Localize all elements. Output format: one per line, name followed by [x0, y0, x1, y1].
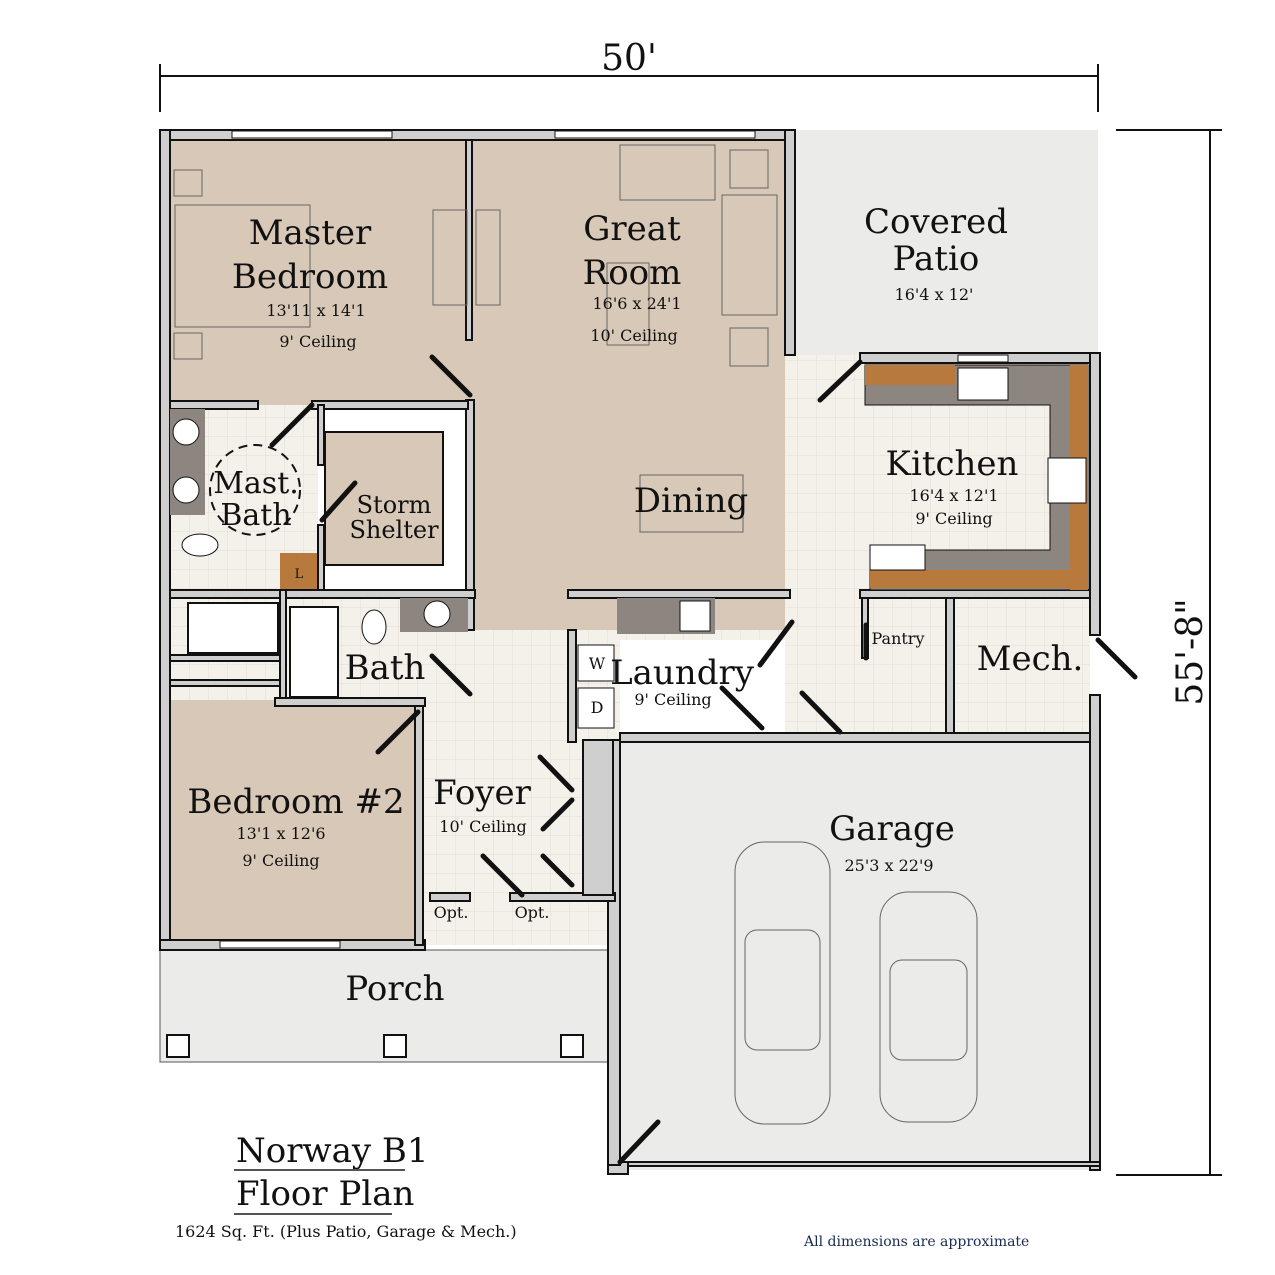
washer-label: W [589, 654, 606, 673]
square-footage: 1624 Sq. Ft. (Plus Patio, Garage & Mech.… [175, 1222, 517, 1241]
bath-label: Bath [345, 648, 426, 688]
room-ceiling: 9' Ceiling [634, 690, 711, 709]
master-bath-label: Mast. Bath [213, 466, 299, 533]
optional-door-label: Opt. [515, 903, 550, 922]
room-name: Kitchen [886, 444, 1019, 484]
foyer-label: Foyer 10' Ceiling [433, 773, 532, 836]
kitchen-floor [785, 355, 1090, 740]
room-name: Garage [829, 809, 955, 849]
room-name: Foyer [433, 773, 532, 813]
room-ceiling: 10' Ceiling [439, 817, 526, 836]
bathtub-icon [289, 606, 339, 698]
furniture [173, 144, 978, 1125]
optional-door-label: Opt. [434, 903, 469, 922]
room-name: Shelter [349, 516, 439, 544]
room-name: Room [583, 253, 682, 293]
great-room-floor [470, 140, 785, 630]
covered-patio-floor [795, 130, 1098, 355]
laundry-sink-icon [679, 600, 711, 632]
garage-label: Garage 25'3 x 22'9 [829, 809, 955, 875]
porch-label: Porch [345, 969, 444, 1009]
sink-icon [423, 600, 451, 628]
kitchen-sink-icon [957, 367, 1009, 401]
linen-label: L [295, 567, 304, 582]
doors[interactable] [269, 354, 1138, 1165]
storm-shelter-label: Storm Shelter [349, 491, 439, 544]
room-size: 25'3 x 22'9 [844, 856, 933, 875]
car-icon [879, 891, 978, 1123]
master-bedroom-label: Master Bedroom 13'11 x 14'1 9' Ceiling [232, 213, 388, 351]
room-name: Storm [357, 491, 432, 519]
kitchen-counters [864, 364, 1089, 591]
width-label: 50' [601, 38, 657, 79]
porch-posts [166, 1034, 584, 1058]
plan-name: Norway B1 [236, 1131, 428, 1171]
room-ceiling: 9' Ceiling [915, 509, 992, 528]
laundry-label: Laundry 9' Ceiling W D [589, 653, 755, 717]
room-size: 13'1 x 12'6 [236, 824, 325, 843]
turning-radius [209, 444, 301, 536]
master-bedroom-floor [170, 140, 470, 405]
depth-label: 55'-8" [1170, 598, 1211, 705]
plan-subtitle: Floor Plan [236, 1174, 414, 1214]
bath-fixtures [170, 409, 715, 729]
room-ceiling: 10' Ceiling [590, 326, 677, 345]
title-block: Norway B1 Floor Plan 1624 Sq. Ft. (Plus … [175, 1131, 517, 1241]
room-ceiling: 9' Ceiling [242, 851, 319, 870]
room-name: Patio [893, 239, 980, 279]
linen-closet [280, 553, 318, 590]
shower-icon [187, 602, 279, 654]
width-dimension: 50' [159, 38, 1099, 112]
garage-floor [610, 740, 1100, 1170]
great-room-label: Great Room 16'6 x 24'1 10' Ceiling [583, 209, 682, 345]
room-name: Covered [864, 202, 1008, 242]
covered-patio-label: Covered Patio 16'4 x 12' [864, 202, 1008, 304]
room-name: Bath [220, 498, 291, 533]
sink-icon [172, 476, 200, 504]
bed-icon [174, 204, 311, 328]
mech-label: Mech. [977, 639, 1084, 679]
toilet-icon [181, 533, 219, 557]
room-name: Bedroom #2 [187, 782, 404, 822]
room-name: Bedroom [232, 257, 388, 297]
room-size: 16'4 x 12'1 [909, 486, 998, 505]
dishwasher-icon [869, 544, 926, 571]
car-icon [734, 841, 831, 1125]
bedroom2-floor [170, 700, 415, 940]
disclaimer: All dimensions are approximate [803, 1234, 1029, 1250]
room-name: Mast. [213, 466, 299, 501]
dryer-icon [577, 687, 615, 729]
bedroom2-label: Bedroom #2 13'1 x 12'6 9' Ceiling [187, 782, 404, 870]
depth-dimension: 55'-8" [1116, 129, 1222, 1176]
storm-shelter-floor [324, 431, 444, 566]
room-name: Great [583, 209, 681, 249]
dryer-label: D [591, 698, 604, 717]
kitchen-label: Kitchen 16'4 x 12'1 9' Ceiling [886, 444, 1019, 528]
dining-label: Dining [634, 481, 749, 521]
sofa-icon [721, 194, 778, 316]
room-name: Master [249, 213, 372, 253]
room-size: 16'4 x 12' [895, 285, 974, 304]
room-name: Laundry [610, 653, 755, 693]
room-size: 16'6 x 24'1 [592, 294, 681, 313]
walls [159, 129, 1101, 1175]
windows [219, 130, 1009, 949]
room-ceiling: 9' Ceiling [279, 332, 356, 351]
sofa-icon [619, 144, 716, 201]
sink-icon [172, 418, 200, 446]
pantry-label: Pantry [871, 629, 924, 648]
stove-icon [1047, 457, 1087, 504]
room-size: 13'11 x 14'1 [266, 301, 365, 320]
toilet-icon [361, 609, 387, 645]
washer-icon [577, 644, 615, 682]
dining-table-icon [639, 474, 744, 533]
